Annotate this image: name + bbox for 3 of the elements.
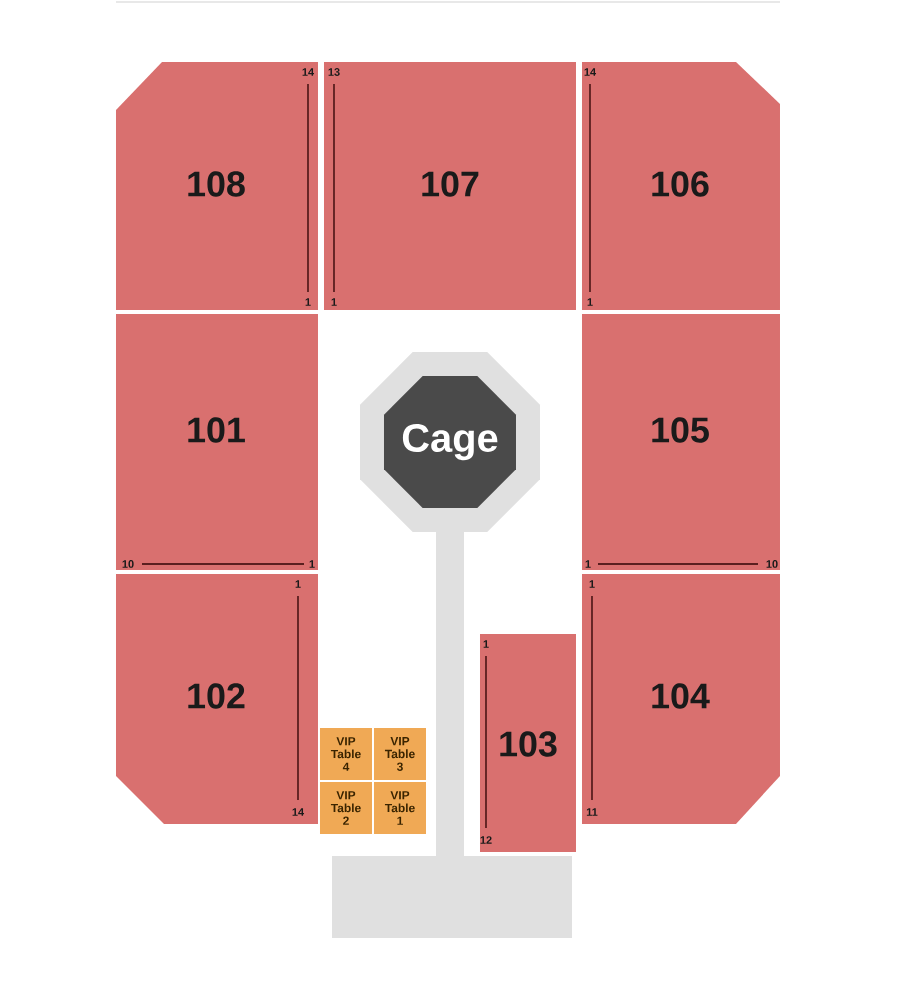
cage-octagon: Cage <box>360 352 540 532</box>
platform <box>332 856 572 938</box>
walkway <box>436 532 464 856</box>
